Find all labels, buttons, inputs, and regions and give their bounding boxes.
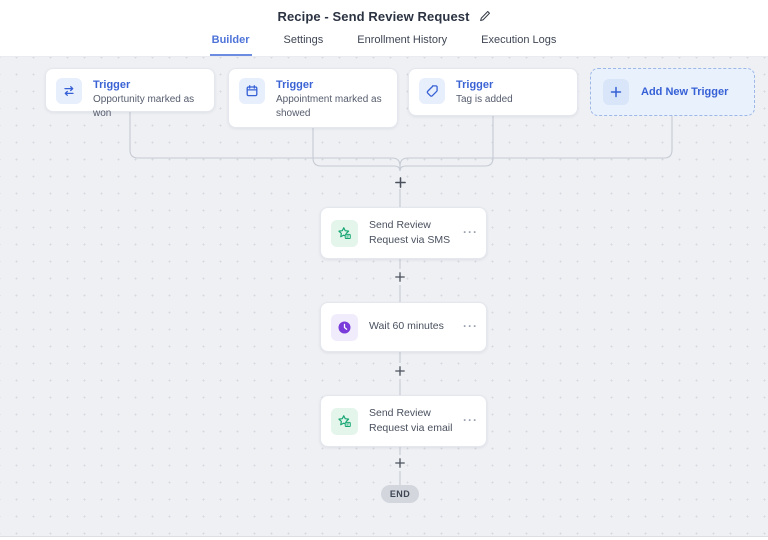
calendar-icon bbox=[239, 78, 265, 104]
trigger-subtitle: Opportunity marked as won bbox=[93, 93, 195, 119]
pencil-icon bbox=[479, 11, 490, 22]
tab-bar: Builder Settings Enrollment History Exec… bbox=[0, 32, 768, 57]
add-step-button[interactable] bbox=[393, 364, 407, 378]
trigger-title: Trigger bbox=[93, 79, 131, 91]
header: Recipe - Send Review Request bbox=[0, 0, 768, 32]
tab-execution-logs[interactable]: Execution Logs bbox=[481, 34, 557, 46]
edit-title-button[interactable] bbox=[479, 10, 491, 22]
connector-lines bbox=[129, 112, 673, 485]
action-label: Send Review Request via email bbox=[369, 406, 453, 434]
more-options-icon[interactable]: ··· bbox=[463, 318, 478, 333]
end-badge: END bbox=[381, 485, 419, 503]
more-options-icon[interactable]: ··· bbox=[463, 224, 478, 239]
plus-icon bbox=[603, 79, 629, 105]
swap-arrows-icon bbox=[56, 78, 82, 104]
plus-icon bbox=[395, 366, 405, 376]
trigger-title: Trigger bbox=[456, 79, 494, 91]
tag-icon bbox=[419, 78, 445, 104]
add-step-button[interactable] bbox=[393, 456, 407, 470]
trigger-subtitle: Appointment marked as showed bbox=[276, 93, 382, 119]
add-step-button[interactable] bbox=[393, 175, 407, 189]
trigger-title: Trigger bbox=[276, 79, 314, 91]
bottom-strip bbox=[0, 537, 768, 540]
add-new-trigger-button[interactable]: Add New Trigger bbox=[590, 68, 755, 116]
plus-icon bbox=[395, 272, 405, 282]
tab-enrollment-history[interactable]: Enrollment History bbox=[357, 34, 448, 46]
action-node-wait[interactable]: Wait 60 minutes ··· bbox=[320, 302, 487, 352]
review-star-icon bbox=[331, 219, 358, 247]
trigger-subtitle: Tag is added bbox=[456, 93, 513, 105]
workflow-canvas[interactable]: Trigger Opportunity marked as won Trigge… bbox=[0, 57, 768, 537]
plus-icon bbox=[395, 458, 405, 468]
wait-clock-icon bbox=[331, 313, 358, 341]
trigger-card-appointment-showed[interactable]: Trigger Appointment marked as showed bbox=[228, 68, 398, 128]
page-title: Recipe - Send Review Request bbox=[277, 8, 470, 24]
action-label: Wait 60 minutes bbox=[369, 320, 444, 333]
action-label: Send Review Request via SMS bbox=[369, 218, 451, 246]
add-new-trigger-label: Add New Trigger bbox=[641, 86, 729, 98]
action-node-send-review-email[interactable]: Send Review Request via email ··· bbox=[320, 395, 487, 447]
add-step-button[interactable] bbox=[393, 270, 407, 284]
tab-builder[interactable]: Builder bbox=[209, 32, 252, 56]
action-node-send-review-sms[interactable]: Send Review Request via SMS ··· bbox=[320, 207, 487, 259]
trigger-card-opportunity-won[interactable]: Trigger Opportunity marked as won bbox=[45, 68, 215, 119]
trigger-card-tag-added[interactable]: Trigger Tag is added bbox=[408, 68, 578, 116]
plus-icon bbox=[394, 176, 406, 188]
more-options-icon[interactable]: ··· bbox=[463, 412, 478, 427]
tab-settings[interactable]: Settings bbox=[283, 34, 324, 46]
review-star-icon bbox=[331, 407, 358, 435]
